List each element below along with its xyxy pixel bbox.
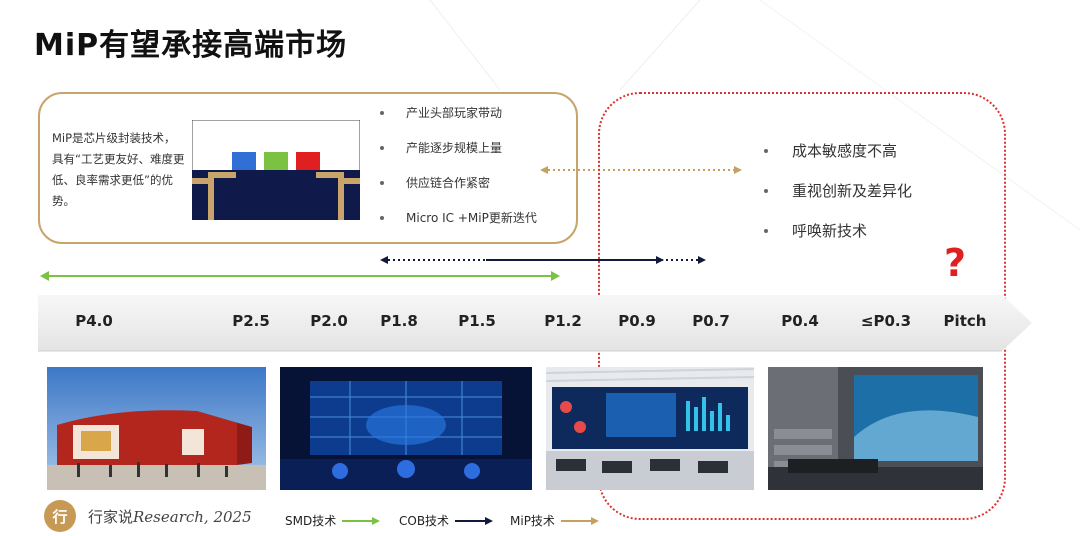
bullet-icon (764, 149, 768, 153)
list-item: 成本敏感度不高 (764, 140, 912, 180)
legend-smd-arrow-icon (342, 516, 381, 525)
list-item: 供应链合作紧密 (380, 174, 537, 209)
brand-logo-icon: 行 (44, 500, 76, 532)
bullet-icon (380, 146, 384, 150)
market-trait-list: 成本敏感度不高 重视创新及差异化 呼唤新技术 (764, 140, 912, 260)
question-mark: ? (944, 241, 967, 285)
mip-feature-list: 产业头部玩家带动 产能逐步规模上量 供应链合作紧密 Micro IC +MiP更… (380, 104, 537, 244)
pitch-label: Pitch (943, 312, 987, 330)
bullet-icon (380, 216, 384, 220)
brand-text: 行家说Research, 2025 (88, 507, 252, 526)
bullet-icon (764, 189, 768, 193)
bullet-icon (764, 229, 768, 233)
pitch-label: P0.7 (692, 312, 730, 330)
pitch-label: P0.9 (618, 312, 656, 330)
control-room-photo (546, 367, 754, 490)
bullet-icon (380, 111, 384, 115)
list-item: 产能逐步规模上量 (380, 139, 537, 174)
list-item: 呼唤新技术 (764, 220, 912, 260)
page-title: MiP有望承接高端市场 (34, 28, 348, 63)
legend-mip-arrow-icon (560, 516, 599, 525)
legend-cob-arrow-icon (455, 516, 494, 525)
pitch-label: P2.0 (310, 312, 348, 330)
cob-range-arrow (380, 256, 706, 264)
pitch-label: P4.0 (75, 312, 113, 330)
legend-mip: MiP技术 (510, 512, 599, 529)
pitch-label: P0.4 (781, 312, 819, 330)
pitch-scale-band (38, 295, 1032, 352)
pitch-label: P1.5 (458, 312, 496, 330)
bullet-icon (380, 181, 384, 185)
smd-range-arrow (40, 271, 560, 281)
list-item: Micro IC +MiP更新迭代 (380, 209, 537, 244)
pitch-label: P1.8 (380, 312, 418, 330)
pitch-label: P2.5 (232, 312, 270, 330)
mip-chip-diagram (192, 120, 360, 220)
list-item: 产业头部玩家带动 (380, 104, 537, 139)
legend-smd: SMD技术 (285, 512, 381, 529)
brand-mark: 行 行家说Research, 2025 (44, 500, 252, 532)
list-item: 重视创新及差异化 (764, 180, 912, 220)
mip-market-connector (540, 166, 742, 174)
stage-led-photo (280, 367, 532, 490)
pitch-label: P1.2 (544, 312, 582, 330)
pitch-label: ≤P0.3 (860, 312, 912, 330)
stadium-led-photo (47, 367, 266, 490)
home-theater-photo (768, 367, 983, 490)
legend-cob: COB技术 (399, 512, 494, 529)
mip-description: MiP是芯片级封装技术，具有“工艺更友好、难度更低、良率需求更低”的优势。 (52, 131, 185, 208)
